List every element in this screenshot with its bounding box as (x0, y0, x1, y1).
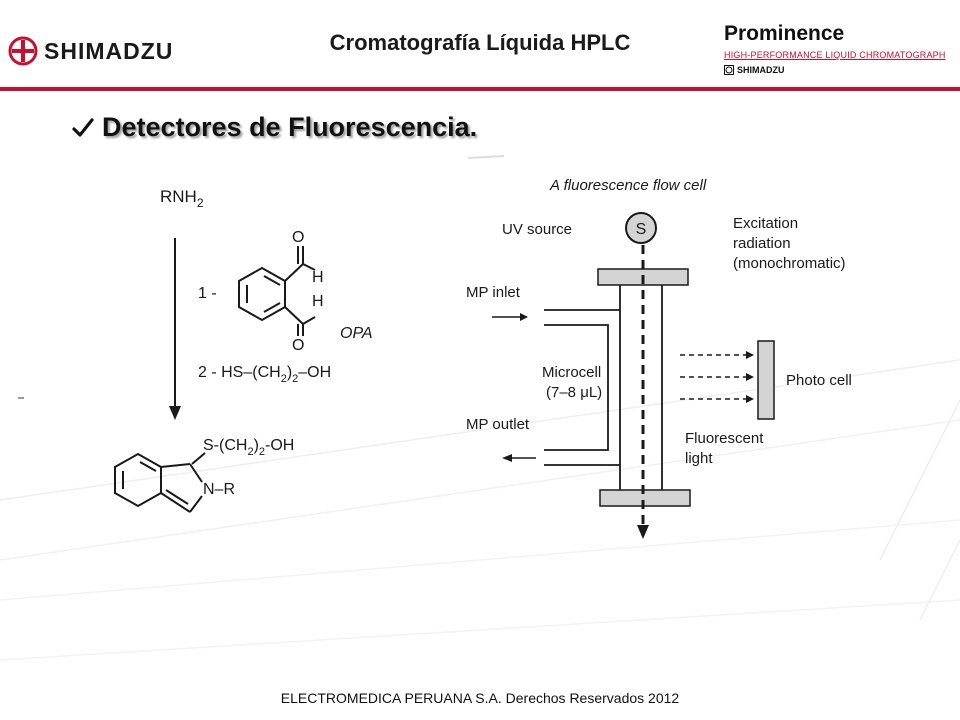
reaction-arrowhead (169, 406, 181, 420)
excitation-label-2: radiation (733, 235, 791, 252)
flow-cell-title: A fluorescence flow cell (549, 177, 707, 194)
opa-structure (238, 246, 316, 336)
page-title: Cromatografía Líquida HPLC (329, 30, 631, 55)
fluorescent-label-1: Fluorescent (685, 430, 764, 447)
beam-arrowhead (637, 525, 649, 539)
step1-label: 1 - (198, 285, 217, 302)
fluorescence-flow-cell-diagram: A fluorescence flow cell UV source S Exc… (466, 177, 852, 539)
microcell-label-1: Microcell (542, 364, 601, 381)
outlet-arrowhead (502, 454, 512, 462)
prominence-brand: SHIMADZU (724, 65, 785, 75)
prominence-brand-text: SHIMADZU (737, 65, 785, 75)
product-nr-label: N–R (203, 481, 235, 498)
logo-text: SHIMADZU (44, 37, 174, 64)
excitation-label-3: (monochromatic) (733, 255, 846, 272)
excitation-label-1: Excitation (733, 215, 798, 232)
photo-cell (757, 340, 775, 420)
footer-copyright: ELECTROMEDICA PERUANA S.A. Derechos Rese… (280, 690, 680, 706)
product-thiol-label: S-(CH2)2-OH (203, 437, 294, 458)
opa-reaction-diagram: RNH2 1 - O H H O OPA 2 - HS–(CH2)2–OH S-… (114, 187, 373, 513)
uv-source-icon (625, 212, 657, 244)
microcell-walls (544, 285, 663, 490)
microcell-label-2: (7–8 μL) (546, 384, 602, 401)
bullet-text: Detectores de Fluorescencia. (102, 112, 478, 142)
opa-label: OPA (340, 325, 373, 342)
prominence-title: Prominence (724, 22, 845, 45)
bullet-heading: Detectores de Fluorescencia. (72, 112, 477, 143)
shimadzu-logo-icon (724, 65, 734, 75)
uv-source-label: UV source (502, 221, 572, 238)
bottom-window (599, 489, 691, 507)
fluorescent-label-2: light (685, 450, 713, 467)
isoindole-structure (114, 452, 206, 513)
reactant-label: RNH2 (160, 187, 204, 210)
header-divider (0, 87, 960, 91)
checkmark-icon (72, 117, 94, 137)
shimadzu-logo: SHIMADZU (8, 36, 173, 66)
aldehyde-h-top: H (312, 269, 324, 286)
inlet-arrowhead (520, 313, 528, 321)
aldehyde-o-bottom: O (292, 337, 304, 354)
step2-label: 2 - HS–(CH2)2–OH (198, 364, 331, 385)
photo-cell-label: Photo cell (786, 372, 852, 389)
aldehyde-h-bottom: H (312, 293, 324, 310)
shimadzu-logo-icon (8, 36, 38, 66)
aldehyde-o-top: O (292, 229, 304, 246)
prominence-subtitle: HIGH-PERFORMANCE LIQUID CHROMATOGRAPH (724, 50, 946, 60)
mp-inlet-label: MP inlet (466, 284, 521, 301)
emission-arrows (680, 351, 754, 403)
mp-outlet-label: MP outlet (466, 416, 530, 433)
uv-source-symbol: S (636, 221, 647, 238)
